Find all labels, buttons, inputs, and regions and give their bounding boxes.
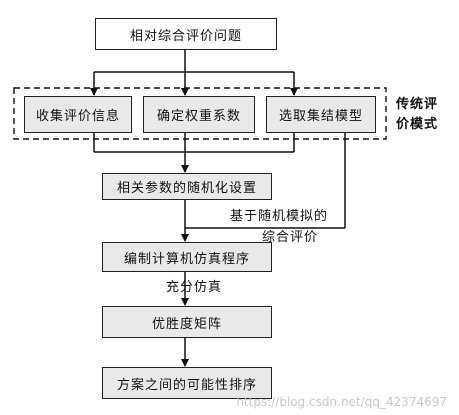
randomize-box: 相关参数的随机化设置 xyxy=(102,173,272,200)
top-problem-box: 相对综合评价问题 xyxy=(95,18,277,50)
sim-label-line-2: 综合评价 xyxy=(262,230,319,245)
program-box: 编制计算机仿真程序 xyxy=(102,242,272,272)
sim-label-line-1: 基于随机模拟的 xyxy=(230,209,329,224)
collect-info-box: 收集评价信息 xyxy=(24,96,132,133)
watermark: https://blog.csdn.net/qq_42374697 xyxy=(236,395,447,409)
simulation-label: 基于随机模拟的 综合评价 xyxy=(230,209,328,246)
ranking-box: 方案之间的可能性排序 xyxy=(102,367,272,399)
weights-box: 确定权重系数 xyxy=(143,96,255,133)
side-label-line-2: 价模式 xyxy=(396,117,439,132)
full-simulation-label: 充分仿真 xyxy=(166,280,223,295)
side-label-line-1: 传统评 xyxy=(396,97,439,112)
traditional-mode-label: 传统评 价模式 xyxy=(396,95,438,135)
select-model-box: 选取集结模型 xyxy=(266,96,376,133)
matrix-box: 优胜度矩阵 xyxy=(102,306,272,338)
